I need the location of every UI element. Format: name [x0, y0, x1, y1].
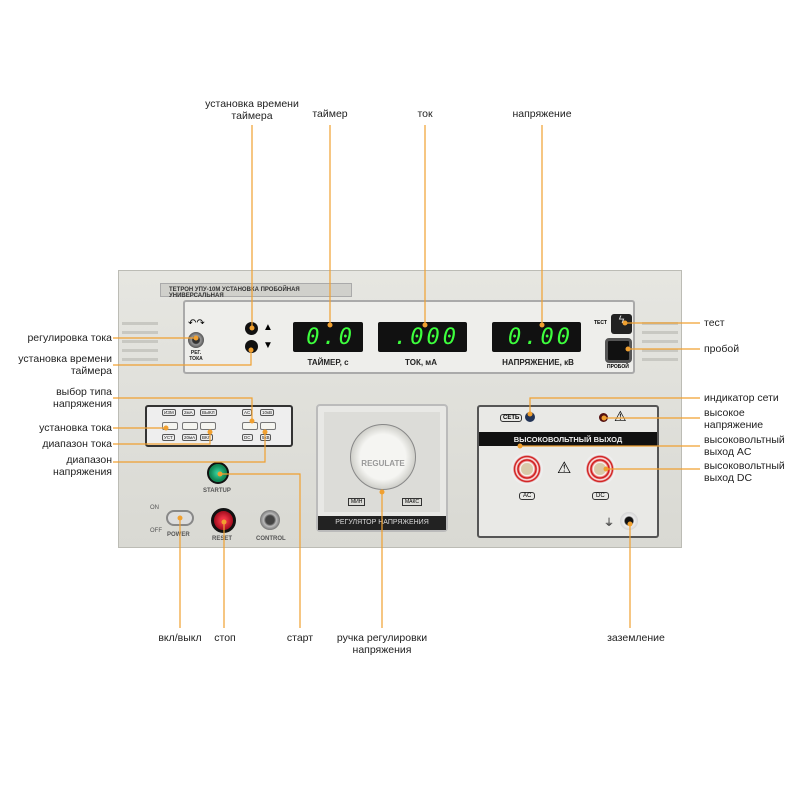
- voltage-regulator-knob[interactable]: REGULATE: [350, 424, 416, 490]
- power-label: POWER: [167, 532, 190, 538]
- key-tag-10kv: 10кВ: [260, 409, 274, 416]
- key-tag-2ma: 2мА: [182, 409, 195, 416]
- warning-icon: ⚠: [614, 408, 627, 424]
- annotation-breakdown: пробой: [704, 343, 740, 355]
- key-tag-measure: ИЗМ: [162, 409, 176, 416]
- rotate-icon: ↶↷: [188, 318, 205, 329]
- annotation-net-indicator: индикатор сети: [704, 392, 779, 404]
- ac-label: AC: [519, 492, 536, 500]
- annotation-stop: стоп: [214, 632, 236, 644]
- knob-label: РЕГ. ТОКА: [189, 350, 203, 362]
- current-caption: ТОК, мА: [405, 358, 437, 367]
- reset-label: RESET: [212, 536, 233, 542]
- test-label: ТЕСТ: [594, 320, 607, 326]
- control-connector[interactable]: [260, 510, 280, 530]
- ground-icon: ⏚: [604, 518, 614, 529]
- timer-display: 0.0: [293, 322, 363, 352]
- regulate-label: REGULATE: [361, 459, 405, 468]
- annotation-start: старт: [286, 632, 314, 644]
- annotation-current-set: установка тока: [39, 422, 112, 434]
- control-label: CONTROL: [256, 536, 286, 542]
- annotation-test: тест: [704, 317, 725, 329]
- current-set-key[interactable]: [162, 422, 178, 430]
- lightning-icon: ϟ: [618, 314, 625, 326]
- annotation-timer-set-top: установка времени таймера: [205, 98, 299, 122]
- dc-label: DC: [592, 492, 609, 500]
- annotation-timer: таймер: [312, 108, 348, 120]
- key-tag-off: ВЫКЛ: [200, 409, 217, 416]
- timer-down-button[interactable]: [245, 340, 258, 353]
- off-label: OFF: [150, 528, 162, 534]
- annotation-current-reg: регулировка тока: [27, 332, 112, 344]
- arrow-up-icon: ▲: [263, 322, 273, 333]
- key-panel-keys: ИЗМ 2мА ВЫКЛ AC 10кВ УСТ 20мА ВКЛ DC 5кВ: [150, 409, 290, 445]
- model-plate: ТЕТРОН УПУ-10М УСТАНОВКА ПРОБОЙНАЯ УНИВЕ…: [160, 283, 352, 299]
- current-display: .000: [378, 322, 467, 352]
- arrow-down-icon: ▼: [263, 340, 273, 351]
- min-label: МИН: [348, 498, 366, 506]
- key-tag-5kv: 5кВ: [260, 434, 272, 441]
- annotation-power: вкл/выкл: [158, 632, 202, 644]
- on-label: ON: [150, 505, 159, 511]
- voltage-range-key[interactable]: [260, 422, 276, 430]
- annotation-hv-ac: высоковольтный выход AC: [704, 434, 785, 458]
- voltage-display: 0.00: [492, 322, 581, 352]
- key-tag-20ma: 20мА: [182, 434, 198, 441]
- annotation-high-voltage: высокое напряжение: [704, 407, 764, 431]
- max-label: МАКС: [402, 498, 422, 506]
- net-indicator: [525, 412, 535, 422]
- annotation-timer-set: установка времени таймера: [18, 353, 112, 377]
- annotation-voltage-range: диапазон напряжения: [53, 454, 112, 478]
- warning-icon: ⚠: [557, 460, 572, 477]
- timer-caption: ТАЙМЕР, с: [307, 358, 349, 367]
- annotation-current: ток: [417, 108, 433, 120]
- start-label: STARTUP: [203, 488, 231, 494]
- annotation-voltage: напряжение: [512, 108, 572, 120]
- key-tag-dc: DC: [242, 434, 253, 441]
- breakdown-label: ПРОБОЙ: [607, 364, 629, 370]
- key-tag-on: ВКЛ: [200, 434, 213, 441]
- hv-output-ac[interactable]: [511, 453, 543, 485]
- annotation-voltage-type: выбор типа напряжения: [53, 386, 112, 410]
- breakdown-button[interactable]: [605, 338, 632, 363]
- hv-title: ВЫСОКОВОЛЬТНЫЙ ВЫХОД: [479, 432, 657, 446]
- net-label: СЕТЬ: [500, 414, 523, 422]
- ground-terminal[interactable]: [620, 512, 638, 530]
- annotation-current-range: диапазон тока: [42, 438, 112, 450]
- voltage-caption: НАПРЯЖЕНИЕ, кВ: [502, 358, 574, 367]
- annotation-ground: заземление: [607, 632, 665, 644]
- current-range-key-2[interactable]: [200, 422, 216, 430]
- key-tag-set: УСТ: [162, 434, 175, 441]
- current-range-key[interactable]: [182, 422, 198, 430]
- test-button[interactable]: ϟ: [611, 314, 632, 334]
- annotation-hv-dc: высоковольтный выход DC: [704, 460, 785, 484]
- annotation-regulator-knob: ручка регулировки напряжения: [336, 632, 428, 656]
